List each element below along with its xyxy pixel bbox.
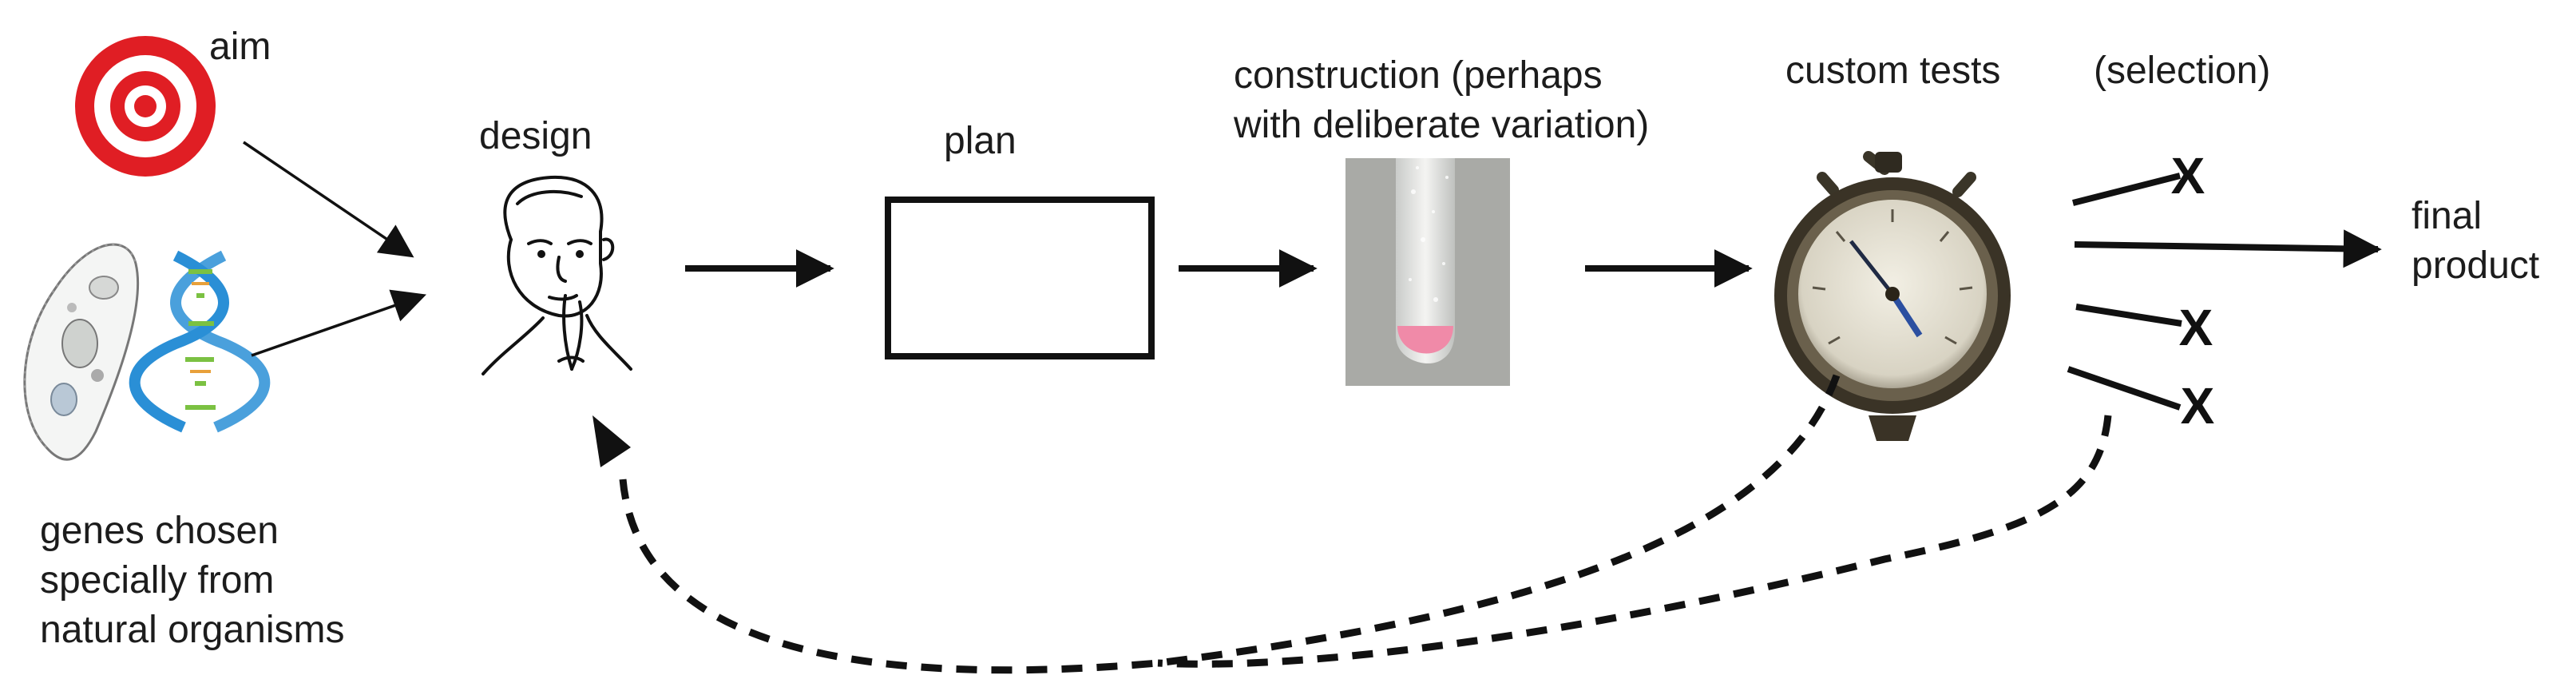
arrow-genes-to-design	[251, 289, 426, 357]
thinking-person-icon	[482, 175, 632, 375]
selection-line-rejected-2	[2075, 304, 2182, 327]
feedback-loop-from-tests	[619, 374, 1841, 674]
selection-label: (selection)	[2094, 50, 2271, 92]
rejected-mark: X	[2181, 377, 2215, 435]
feedback-loop-from-selection	[1157, 415, 2112, 668]
dna-double-helix-icon	[129, 250, 271, 433]
custom-tests-label: custom tests	[1785, 50, 2001, 92]
stopwatch-gauge-icon	[1774, 151, 2011, 441]
feedback-arrowhead	[592, 415, 631, 467]
final-product-label: final product	[2412, 195, 2540, 287]
selection-line-rejected-3	[2067, 366, 2182, 411]
paramecium-icon	[23, 243, 140, 461]
rejected-mark: X	[2179, 299, 2213, 356]
rejected-mark: X	[2171, 147, 2205, 205]
arrow-aim-to-design	[243, 141, 414, 258]
selection-line-rejected-1	[2072, 173, 2181, 206]
construction-label: construction (perhaps with deliberate va…	[1234, 54, 1650, 146]
genes-label: genes chosen specially from natural orga…	[40, 510, 345, 651]
arrow-to-final-product	[2074, 229, 2382, 268]
plan-label: plan	[944, 120, 1017, 162]
aim-label: aim	[209, 26, 271, 68]
target-icon	[75, 36, 216, 177]
test-tube-icon	[1345, 158, 1510, 386]
design-label: design	[479, 115, 592, 157]
plan-box	[885, 197, 1155, 359]
